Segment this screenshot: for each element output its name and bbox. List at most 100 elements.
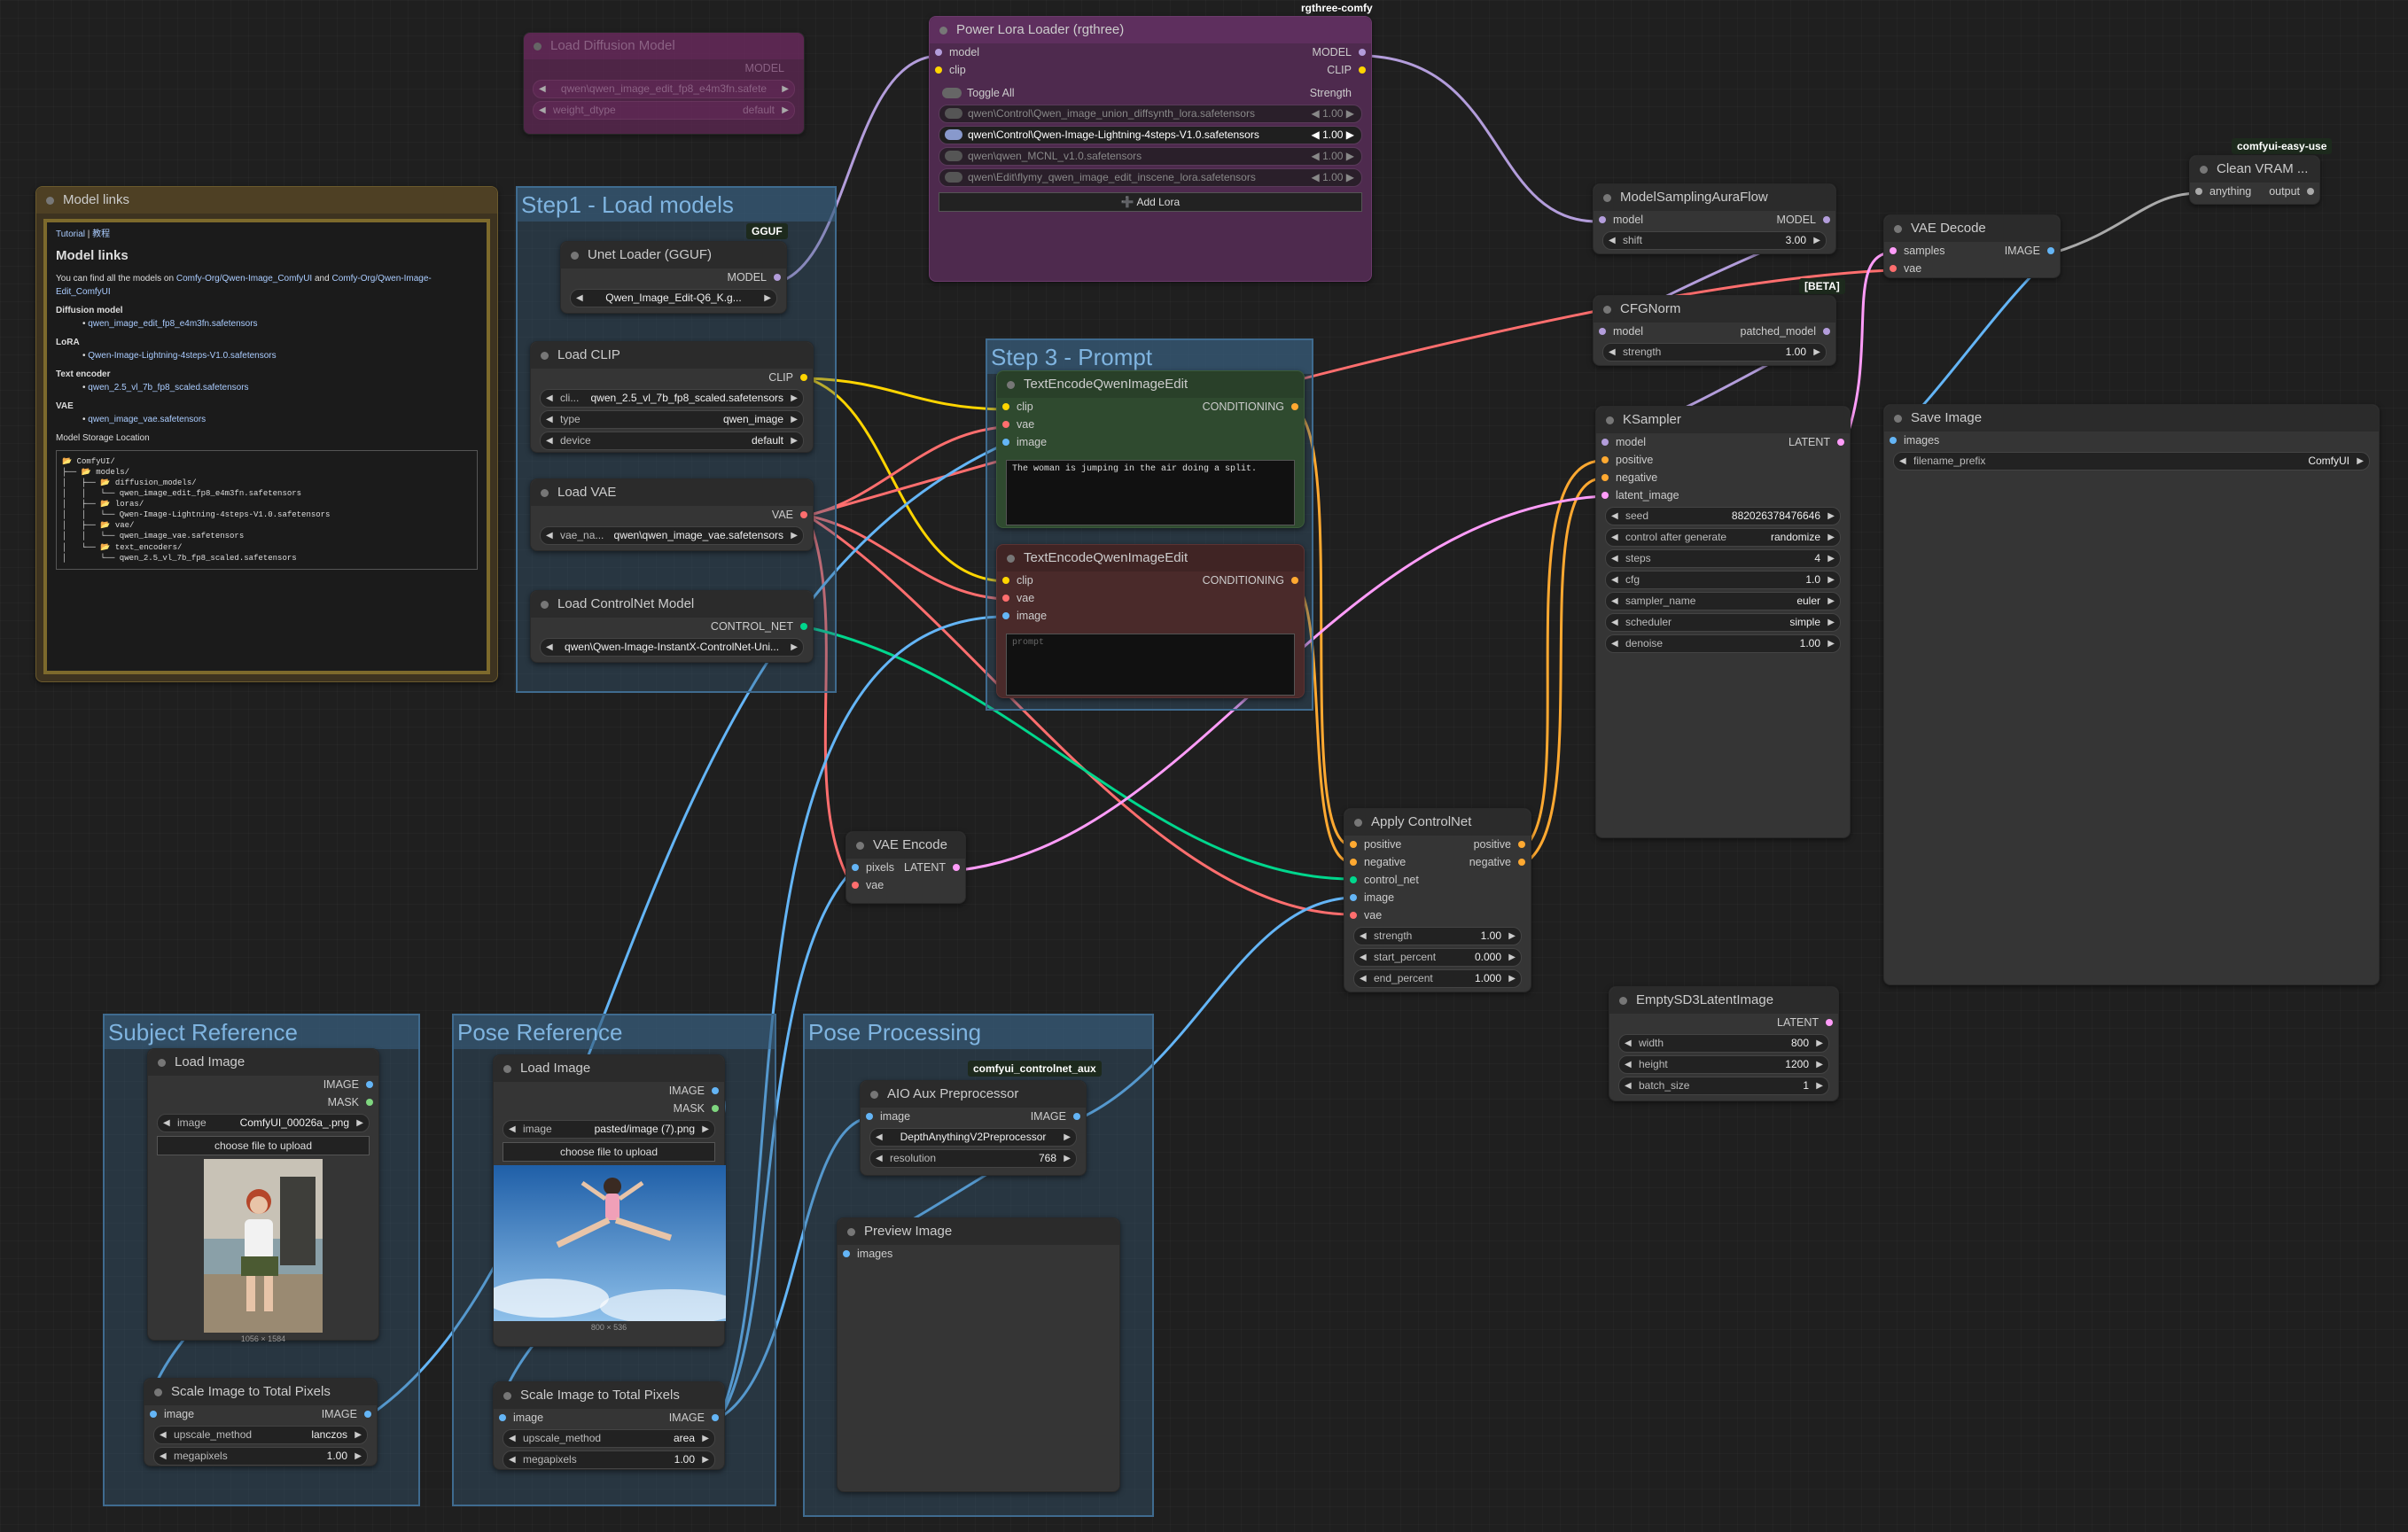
- widget-vae-name[interactable]: vae_na...qwen\qwen_image_vae.safetensors: [540, 526, 804, 545]
- lora-toggle[interactable]: [945, 172, 962, 183]
- node-load-controlnet[interactable]: Load ControlNet Model CONTROL_NET qwen\Q…: [530, 590, 814, 663]
- lora-row[interactable]: qwen\Control\Qwen_image_union_diffsynth_…: [939, 105, 1362, 123]
- input-negative-dot[interactable]: [1601, 474, 1609, 481]
- lora-strength[interactable]: ◀ 1.00 ▶: [1311, 107, 1354, 120]
- node-preview-image[interactable]: Preview Image images: [837, 1217, 1120, 1492]
- link-lora[interactable]: Qwen-Image-Lightning-4steps-V1.0.safeten…: [88, 350, 277, 361]
- output-image-dot[interactable]: [1073, 1113, 1080, 1120]
- negative-prompt-textarea[interactable]: prompt: [1006, 634, 1295, 696]
- output-conditioning-dot[interactable]: [1291, 403, 1298, 410]
- input-model-dot[interactable]: [1599, 328, 1606, 335]
- input-model-dot[interactable]: [1599, 216, 1606, 223]
- output-controlnet-dot[interactable]: [800, 623, 807, 630]
- output-image-dot[interactable]: [712, 1414, 719, 1421]
- input-vae-dot[interactable]: [1002, 421, 1009, 428]
- input-controlnet-dot[interactable]: [1350, 876, 1357, 883]
- tutorial-link[interactable]: Tutorial: [56, 229, 85, 239]
- input-image-dot[interactable]: [150, 1411, 157, 1418]
- node-empty-sd3-latent[interactable]: EmptySD3LatentImage LATENT width800heigh…: [1609, 986, 1839, 1101]
- lora-row[interactable]: qwen\qwen_MCNL_v1.0.safetensors◀ 1.00 ▶: [939, 147, 1362, 166]
- input-model-dot[interactable]: [935, 49, 942, 56]
- add-lora-button[interactable]: ➕ Add Lora: [939, 192, 1362, 212]
- lora-strength[interactable]: ◀ 1.00 ▶: [1311, 150, 1354, 162]
- upload-button[interactable]: choose file to upload: [503, 1142, 715, 1162]
- input-positive-dot[interactable]: [1601, 456, 1609, 463]
- lora-row[interactable]: qwen\Control\Qwen-Image-Lightning-4steps…: [939, 126, 1362, 144]
- widget-unet-name[interactable]: qwen\qwen_image_edit_fp8_e4m3fn.safete: [533, 80, 795, 98]
- output-latent-dot[interactable]: [953, 864, 960, 871]
- output-latent-dot[interactable]: [1826, 1019, 1833, 1026]
- input-positive-dot[interactable]: [1350, 841, 1357, 848]
- lora-toggle[interactable]: [945, 108, 962, 119]
- input-image-dot[interactable]: [1350, 894, 1357, 901]
- prompt-textarea[interactable]: The woman is jumping in the air doing a …: [1006, 460, 1295, 525]
- widget-controlnet-name[interactable]: qwen\Qwen-Image-InstantX-ControlNet-Uni.…: [540, 638, 804, 657]
- lora-toggle[interactable]: [945, 151, 962, 161]
- lora-strength[interactable]: ◀ 1.00 ▶: [1311, 171, 1354, 183]
- node-model-links-note[interactable]: Model links Tutorial | 教程 Model links Yo…: [35, 186, 498, 682]
- node-load-image-subject[interactable]: Load Image IMAGE MASK imageComfyUI_00026…: [147, 1048, 379, 1343]
- output-model-dot[interactable]: [1823, 216, 1830, 223]
- input-image-dot[interactable]: [1002, 612, 1009, 619]
- output-positive-dot[interactable]: [1518, 841, 1525, 848]
- input-vae-dot[interactable]: [1002, 595, 1009, 602]
- output-model-dot[interactable]: [1359, 49, 1366, 56]
- output-model[interactable]: MODEL: [744, 62, 784, 74]
- input-image-dot[interactable]: [866, 1113, 873, 1120]
- output-negative-dot[interactable]: [1518, 859, 1525, 866]
- input-images-dot[interactable]: [1890, 437, 1897, 444]
- input-negative-dot[interactable]: [1350, 859, 1357, 866]
- node-unet-loader[interactable]: Unet Loader (GGUF) MODEL Qwen_Image_Edit…: [560, 241, 787, 314]
- repo-link-1[interactable]: Comfy-Org/Qwen-Image_ComfyUI: [175, 273, 313, 284]
- node-load-image-pose[interactable]: Load Image IMAGE MASK imagepasted/image …: [493, 1054, 726, 1347]
- upload-button[interactable]: choose file to upload: [157, 1136, 370, 1155]
- lora-row[interactable]: qwen\Edit\flymy_qwen_image_edit_inscene_…: [939, 168, 1362, 187]
- output-image-dot[interactable]: [712, 1087, 719, 1094]
- node-load-vae[interactable]: Load VAE VAE vae_na...qwen\qwen_image_va…: [530, 478, 814, 551]
- input-latent-dot[interactable]: [1601, 492, 1609, 499]
- input-samples-dot[interactable]: [1890, 247, 1897, 254]
- output-latent-dot[interactable]: [1837, 439, 1844, 446]
- input-anything-dot[interactable]: [2195, 188, 2202, 195]
- lora-strength[interactable]: ◀ 1.00 ▶: [1311, 128, 1354, 141]
- repo-link-2[interactable]: Comfy-Org/Qwen-Image-Edit_ComfyUI: [56, 273, 432, 297]
- link-diffusion-model[interactable]: qwen_image_edit_fp8_e4m3fn.safetensors: [88, 318, 258, 329]
- link-vae[interactable]: qwen_image_vae.safetensors: [88, 414, 207, 424]
- input-clip-dot[interactable]: [935, 66, 942, 74]
- output-image-dot[interactable]: [366, 1081, 373, 1088]
- output-vae-dot[interactable]: [800, 511, 807, 518]
- widget-clip-name[interactable]: cli...qwen_2.5_vl_7b_fp8_scaled.safetens…: [540, 389, 804, 408]
- output-image-dot[interactable]: [364, 1411, 371, 1418]
